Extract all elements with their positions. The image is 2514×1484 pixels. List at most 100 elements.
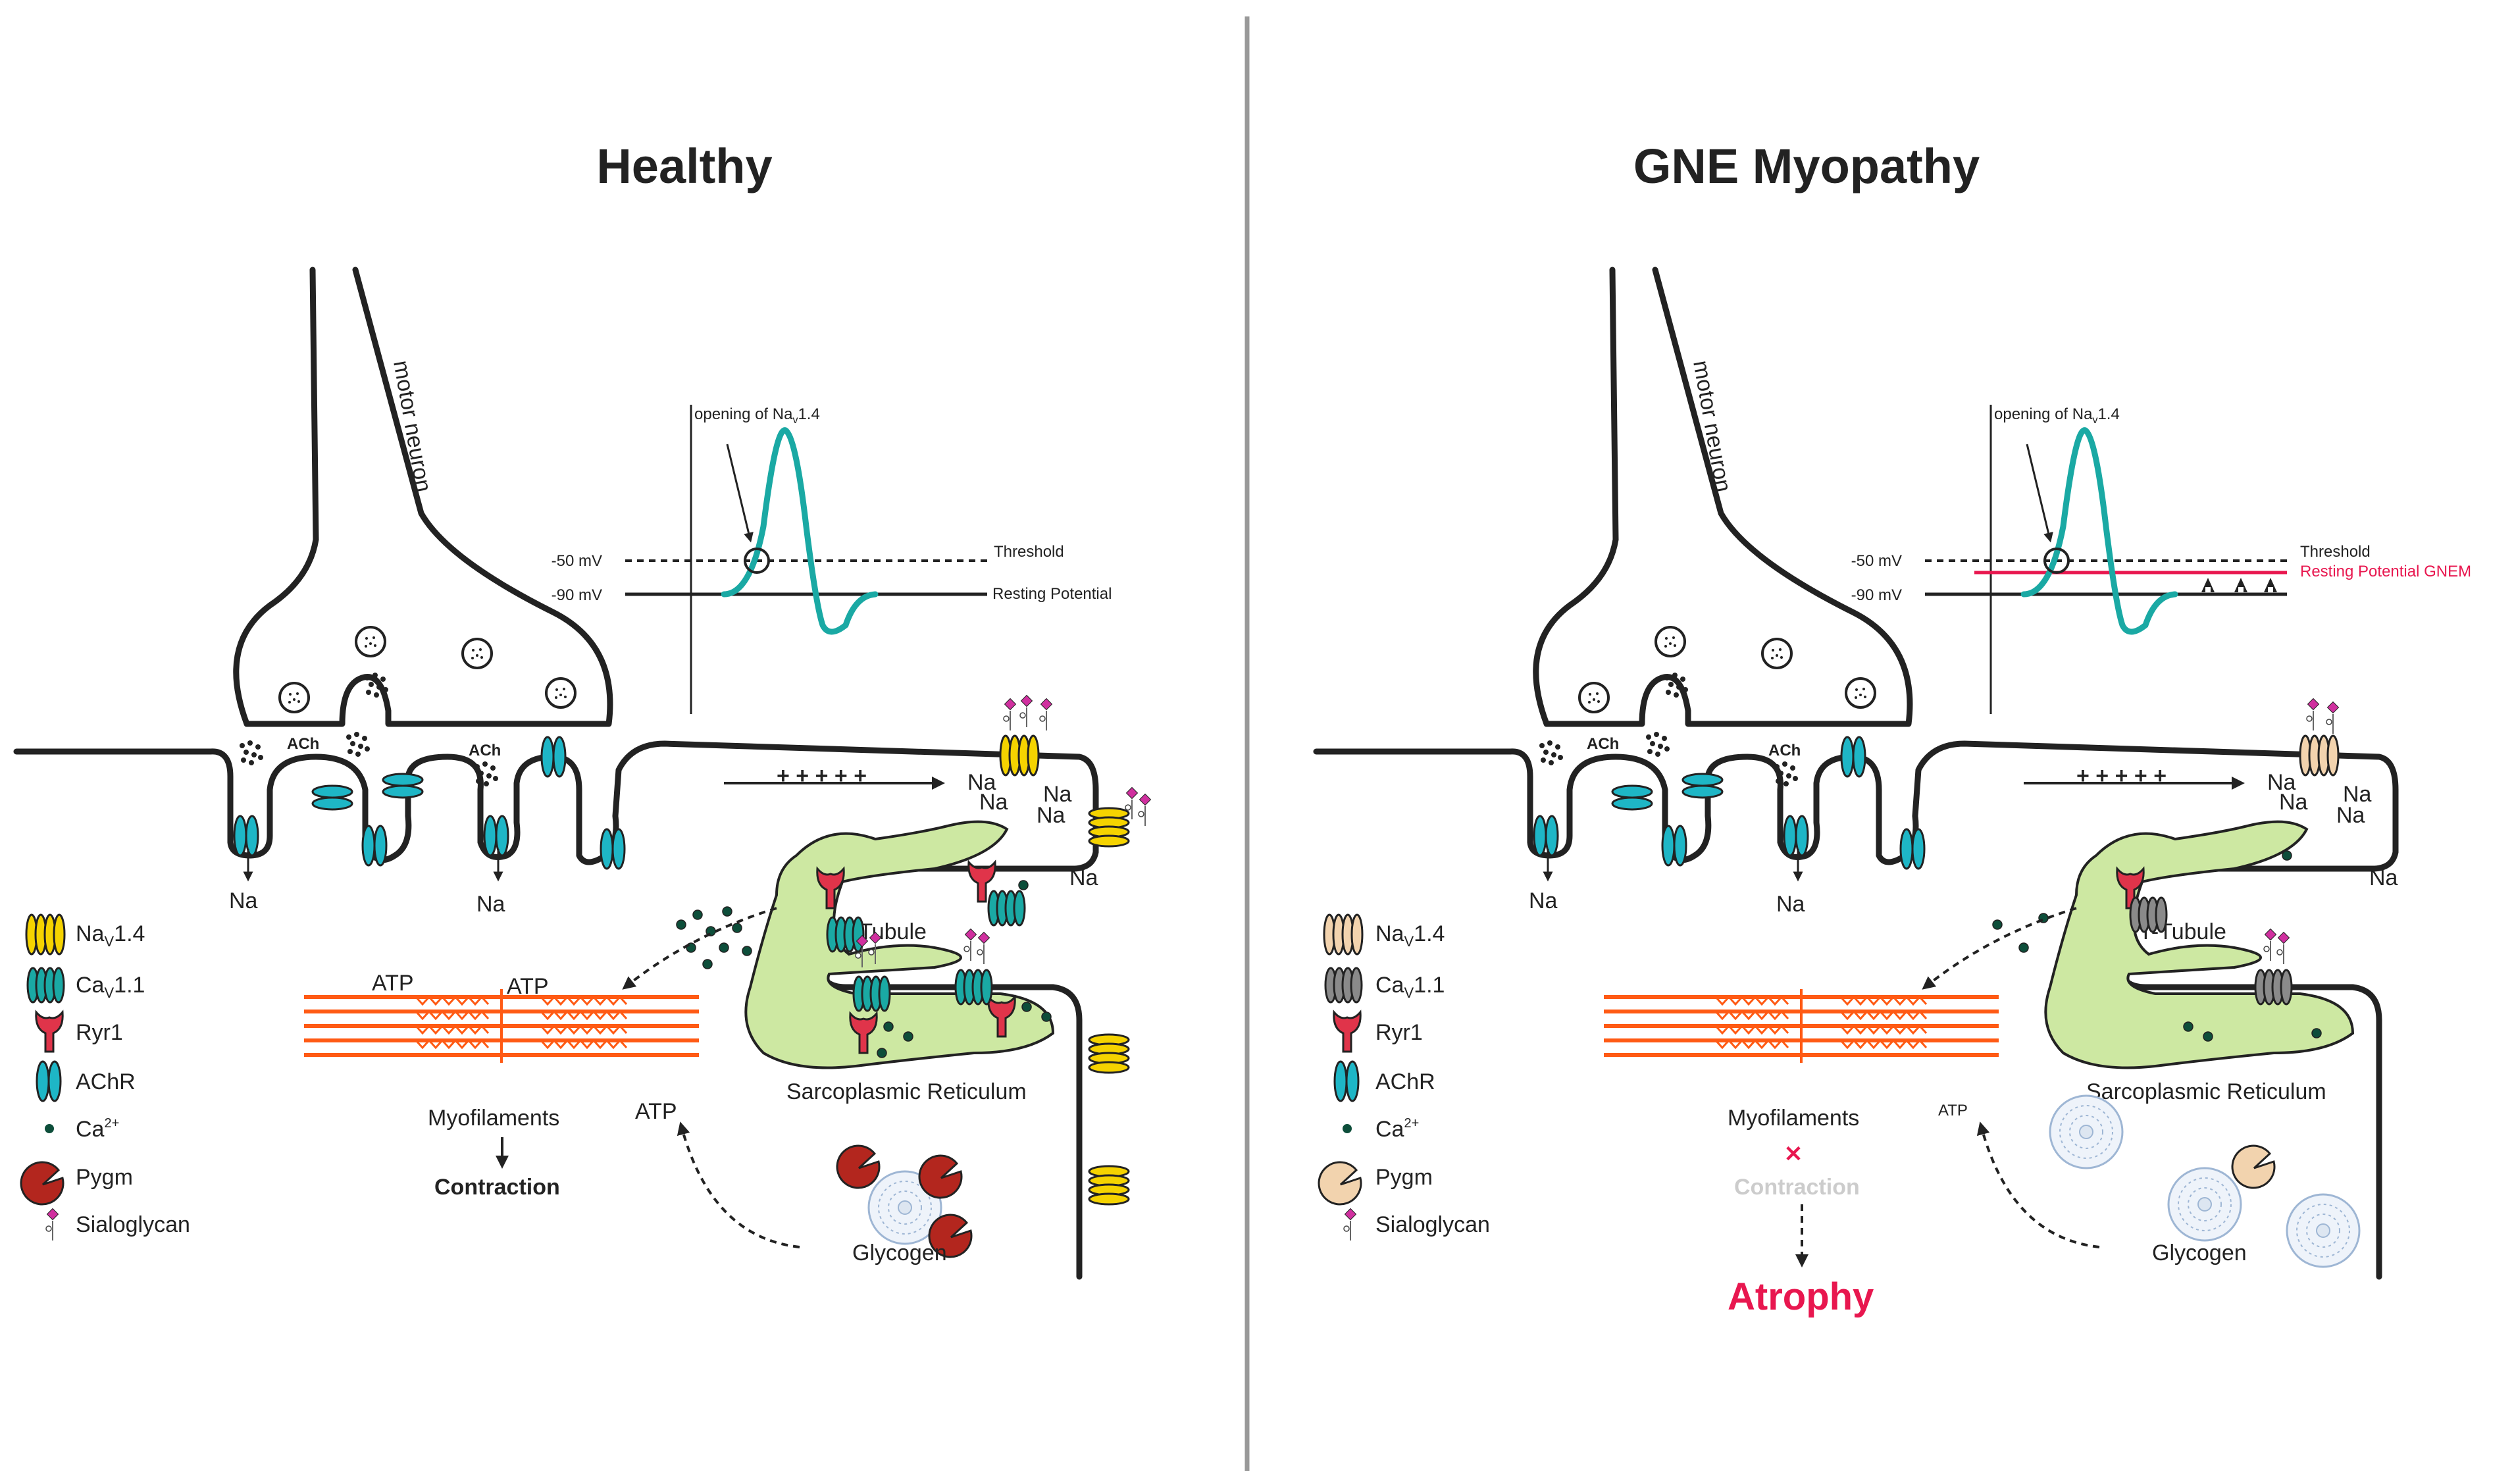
ach-dots-icon [1539,740,1563,765]
sarcolemma-healthy [13,740,1099,1280]
na-label: Na [2267,770,2296,795]
myofilament-icon [304,989,699,1063]
sialoglycan-icon [963,928,977,961]
ach-dots-icon [1646,732,1670,757]
legend-item-calcium: Ca2+ [1343,1116,1419,1142]
ach-dots-icon [240,740,263,765]
panel-healthy: Healthy motor neuron ACh ACh Na Na + + +… [13,139,1152,1280]
opening-nav-label: opening of Nav1.4 [1994,405,2120,426]
glycogen-label: Glycogen [2152,1241,2247,1266]
ryr1-icon [1333,1011,1362,1053]
nav14-icon [1323,913,1364,956]
atp-label: ATP [635,1099,677,1124]
cav11-icon [987,890,1026,927]
panel-gne: GNE Myopathy motor neuron ACh ACh Na Na … [1313,139,2471,1318]
na-label: Na [2343,782,2372,807]
myofilaments-label: Myofilaments [428,1106,559,1131]
vesicle-icon [1655,626,1686,657]
ach-label-2: ACh [469,742,501,759]
charge-label: + + + + + [777,763,867,788]
achr-icon [1533,815,1559,857]
pygm-icon [918,1154,963,1199]
nav14-icon [25,913,66,956]
pygm-icon [1318,1161,1362,1206]
legend-item-cav11: CaV1.1 [1324,967,1445,1004]
svg-text:CaV1.1: CaV1.1 [1375,973,1445,1001]
contraction-label: Contraction [434,1175,560,1200]
motor-neuron [233,267,613,727]
na-label: Na [1069,865,1098,890]
svg-text:Sialoglycan: Sialoglycan [1375,1212,1490,1237]
contraction-label: Contraction [1734,1175,1860,1200]
threshold-mv-label: -50 mV [552,552,602,570]
threshold-mv-label: -50 mV [1851,552,1902,570]
nav14-icon [1088,807,1130,848]
achr-icon [1681,773,1724,799]
calcium-icon [1343,1124,1352,1133]
na-label: Na [1776,892,1805,917]
achr-icon [1611,784,1653,811]
atp-label: ATP [372,971,414,996]
svg-text:Ryr1: Ryr1 [1375,1020,1423,1045]
svg-text:Ryr1: Ryr1 [76,1020,123,1045]
achr-icon [382,773,424,799]
cav11-icon [1324,967,1363,1004]
pygm-icon [2231,1144,2276,1189]
vesicle-icon [1578,682,1610,713]
legend-item-sialoglycan: Sialoglycan [45,1208,190,1241]
achr-icon [483,815,509,857]
nav14-icon [1088,1033,1130,1074]
sr-label: Sarcoplasmic Reticulum [2086,1079,2326,1104]
svg-text:AChR: AChR [1375,1069,1435,1094]
svg-text:Pygm: Pygm [76,1165,133,1190]
nav14-icon [2299,734,2340,777]
svg-text:AChR: AChR [76,1069,136,1094]
sialoglycan-icon [2263,928,2277,961]
sialoglycan-icon [45,1208,59,1241]
na-label: Na [1037,803,1065,828]
panel-title-gne: GNE Myopathy [1633,139,1980,193]
na-label: Na [1043,782,1072,807]
legend-item-pygm: Pygm [20,1161,133,1206]
panel-title-healthy: Healthy [596,139,772,193]
svg-text:Sialoglycan: Sialoglycan [76,1212,190,1237]
legend-healthy: NaV1.4 CaV1.1 Ryr1 AChR Ca2+ Pygm Sialog… [20,913,190,1241]
sialoglycan-icon [1343,1208,1357,1241]
threshold-label: Threshold [2300,543,2371,561]
na-label: Na [979,790,1008,815]
sarcolemma-gne [1313,740,2399,1280]
legend-item-cav11: CaV1.1 [26,967,145,1004]
glycogen-icon [2286,1193,2361,1268]
legend-item-nav14: NaV1.4 [25,913,145,956]
legend-item-ryr1: Ryr1 [1333,1011,1423,1053]
na-label: Na [2369,865,2398,890]
na-label: Na [1529,888,1558,913]
vesicle-icon [1761,638,1793,669]
motor-neuron [1533,267,1913,727]
nav14-icon [1088,1165,1130,1206]
resting-mv-label: -90 mV [552,586,602,604]
na-label: Na [967,770,996,795]
legend-gne: NaV1.4 CaV1.1 Ryr1 AChR Ca2+ Pygm Sialog… [1318,913,1490,1241]
cav11-icon [852,975,891,1012]
action-potential-plot-gne: opening of Nav1.4 -50 mV -90 mV Threshol… [1851,405,2471,714]
achr-icon [311,784,353,811]
sarcoplasmic-reticulum [744,820,1055,1069]
legend-item-achr: AChR [36,1060,136,1102]
legend-item-calcium: Ca2+ [45,1116,119,1142]
cav11-icon [2129,896,2168,933]
sialoglycan-icon [2326,701,2340,734]
svg-text:CaV1.1: CaV1.1 [76,973,145,1001]
achr-icon [1783,815,1809,857]
na-label: Na [476,892,505,917]
cav11-icon [954,969,993,1006]
cav11-icon [2254,969,2293,1006]
glycogen-icon [2049,1094,2124,1169]
calcium-icon [45,1124,54,1133]
na-label: Na [2336,803,2365,828]
legend-item-nav14: NaV1.4 [1323,913,1445,956]
cav11-icon [26,967,65,1004]
pygm-icon [20,1161,64,1206]
svg-text:NaV1.4: NaV1.4 [76,921,145,950]
